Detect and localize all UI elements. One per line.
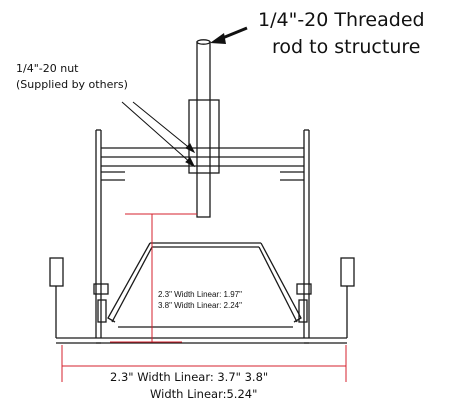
spring-clip-left <box>93 283 109 323</box>
ceiling-flange <box>56 337 347 344</box>
side-rail-right <box>280 171 304 181</box>
spring-clip-right <box>296 283 312 323</box>
housing-left-wall <box>95 129 102 338</box>
rod-callout-arrow <box>210 26 248 44</box>
width-dimension-line1: 2.3" Width Linear: 3.7" 3.8" <box>110 370 268 384</box>
side-rail-left <box>101 171 125 181</box>
nut-callout-line2: (Supplied by others) <box>16 78 128 91</box>
inner-dimension-line1: 2.3" Width Linear: 1.97" <box>158 290 242 299</box>
rod-top-end <box>196 39 211 45</box>
coupling-nut <box>188 99 220 174</box>
inner-trim <box>107 242 302 328</box>
mounting-tab-left <box>49 257 64 287</box>
rod-callout-line1: 1/4"-20 Threaded <box>258 9 425 31</box>
top-brace-plate <box>101 147 304 167</box>
nut-callout-line1: 1/4"-20 nut <box>16 62 79 75</box>
inner-dimension-line2: 3.8" Width Linear: 2.24" <box>158 301 242 310</box>
width-dimension-line2: Width Linear:5.24" <box>150 387 257 401</box>
rod-callout-line2: rod to structure <box>272 36 420 58</box>
nut-callout-leaders <box>121 101 196 168</box>
inner-dimension-lines <box>110 213 197 343</box>
housing-right-wall <box>303 129 310 338</box>
mounting-tab-right <box>340 257 355 287</box>
width-dimension-lines <box>61 345 347 382</box>
